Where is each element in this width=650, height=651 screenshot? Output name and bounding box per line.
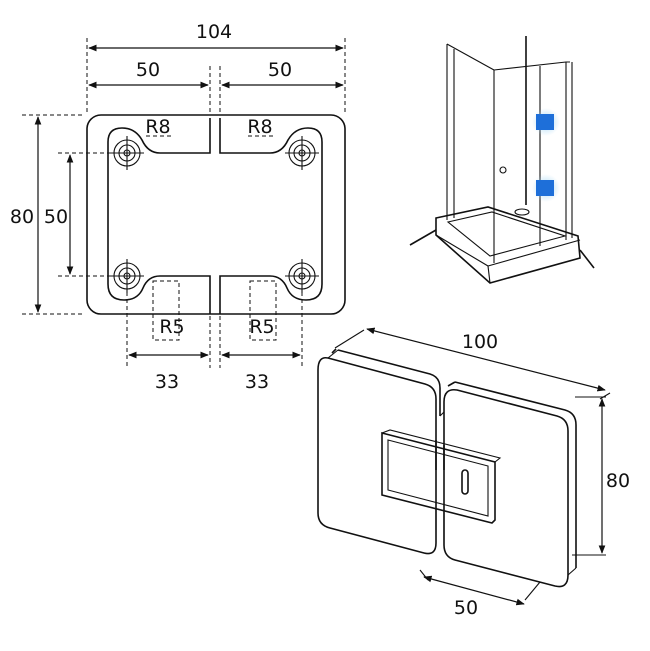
right-leaf-cutout — [219, 118, 323, 314]
dim-iso-length: 100 — [462, 331, 498, 353]
hinge-marker-upper — [532, 108, 560, 136]
plate-outline — [86, 114, 346, 315]
dim-line-iso-depth — [423, 575, 525, 606]
shower-enclosure-illustration — [409, 36, 595, 284]
dim-overall-width: 104 — [196, 21, 232, 43]
dim-line-iso-length — [366, 327, 606, 392]
right-leaf — [443, 388, 569, 588]
screw-hole-top-left — [110, 136, 144, 170]
screw-hole-bottom-left — [110, 259, 144, 293]
radius-label-bottom-right: R5 — [249, 316, 274, 338]
dim-bottom-left: 33 — [155, 371, 179, 393]
dim-iso-height: 80 — [606, 470, 630, 492]
left-leaf — [317, 356, 437, 555]
screw-hole-bottom-right — [285, 259, 319, 293]
dim-half-right: 50 — [268, 59, 292, 81]
hinge-marker-lower — [532, 174, 560, 202]
radius-label-top-right: R8 — [247, 116, 272, 138]
radius-label-bottom-left: R5 — [159, 316, 184, 338]
screw-hole-top-right — [285, 136, 319, 170]
radius-label-top-left: R8 — [145, 116, 170, 138]
dim-bottom-right: 33 — [245, 371, 269, 393]
hinge-adjust-slot — [461, 469, 469, 495]
left-leaf-cutout — [107, 118, 211, 314]
hinge-knuckle — [381, 431, 496, 524]
plan-view: 104 50 50 80 50 — [10, 21, 346, 393]
isometric-hinge-view: 100 80 50 — [317, 327, 630, 619]
dim-hole-spacing: 50 — [44, 206, 68, 228]
dim-iso-depth: 50 — [454, 597, 478, 619]
dim-overall-height: 80 — [10, 206, 34, 228]
dim-half-left: 50 — [136, 59, 160, 81]
